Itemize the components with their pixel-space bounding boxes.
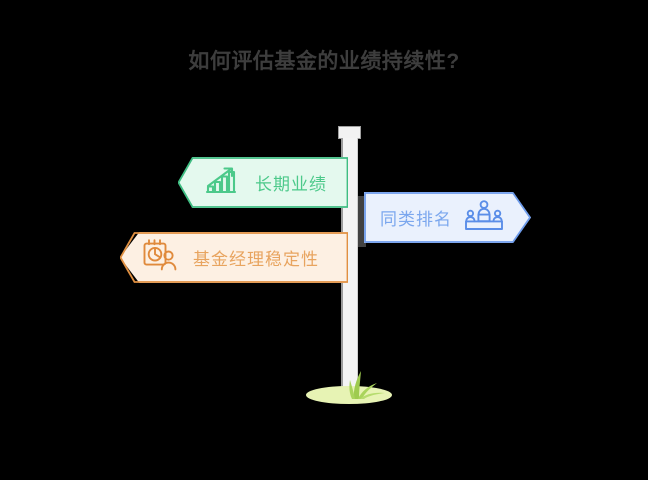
sign-fund-manager-stability[interactable]: 基金经理稳定性: [120, 232, 348, 283]
podium-ranking-icon: [465, 199, 503, 236]
page-title: 如何评估基金的业绩持续性?: [188, 50, 460, 73]
sign-label-long-term-performance: 长期业绩: [255, 175, 327, 194]
ground-ellipse: [306, 386, 392, 404]
grass-icon: [349, 371, 385, 399]
sign-long-term-performance[interactable]: 长期业绩: [178, 157, 348, 208]
sign-label-fund-manager-stability: 基金经理稳定性: [193, 250, 319, 269]
calendar-person-icon: [142, 239, 178, 276]
sign-peer-ranking[interactable]: 同类排名: [364, 192, 531, 243]
bar-chart-growth-icon: [204, 165, 238, 200]
sign-label-peer-ranking: 同类排名: [380, 210, 452, 229]
sign-shadow-peer-ranking: [358, 196, 366, 247]
